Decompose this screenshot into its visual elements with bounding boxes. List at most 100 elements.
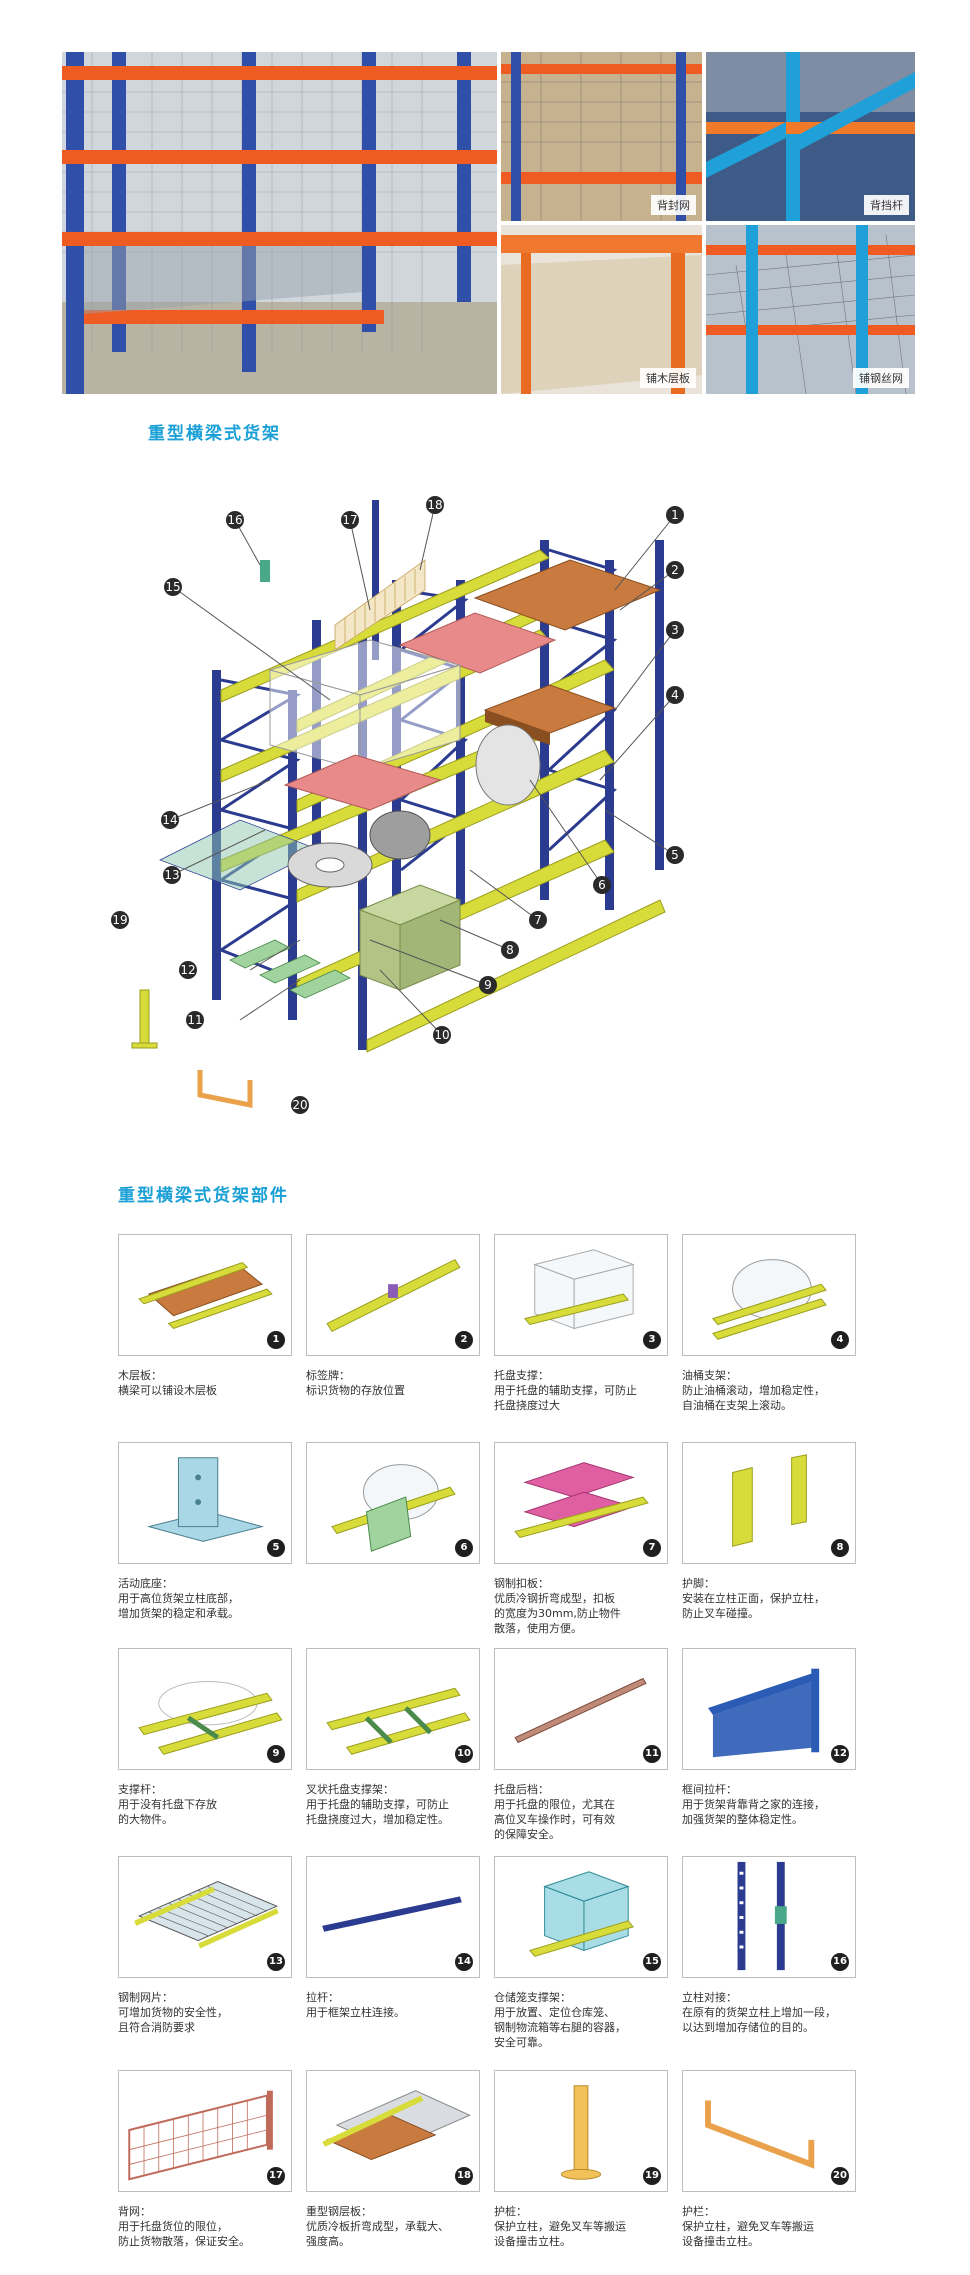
part-title: 护脚： — [682, 1577, 715, 1590]
part-desc: 在原有的货架立柱上增加一段， 以达到增加存储位的目的。 — [682, 2006, 836, 2034]
part-number: 3 — [643, 1331, 661, 1349]
part-card: 2 标签牌： 标识货物的存放位置 — [306, 1234, 484, 1398]
part-title: 木层板： — [118, 1369, 162, 1382]
svg-text:14: 14 — [162, 813, 177, 827]
part-number: 19 — [643, 2167, 661, 2185]
part-image: 10 — [306, 1648, 480, 1770]
callout-8: 8 — [501, 941, 519, 959]
part-card: 8 护脚： 安装在立柱正面，保护立柱， 防止叉车碰撞。 — [682, 1442, 860, 1621]
part-desc: 安装在立柱正面，保护立柱， 防止叉车碰撞。 — [682, 1592, 825, 1620]
part-number: 20 — [831, 2167, 849, 2185]
callout-10: 10 — [433, 1026, 451, 1044]
callout-7: 7 — [529, 911, 547, 929]
svg-text:8: 8 — [506, 943, 514, 957]
part-card: 13 钢制网片： 可增加货物的安全性， 且符合消防要求 — [118, 1856, 296, 2035]
part-title: 立柱对接： — [682, 1991, 737, 2004]
part-title: 重型钢层板： — [306, 2205, 372, 2218]
rack-exploded-diagram: 16 17 18 1 2 15 3 4 14 13 5 6 19 7 8 12 … — [111, 496, 684, 1114]
part-desc: 用于托盘的辅助支撑，可防止 托盘挠度过大，增加稳定性。 — [306, 1798, 449, 1826]
part-card: 17 背网： 用于托盘货位的限位， 防止货物散落，保证安全。 — [118, 2070, 296, 2249]
part-desc: 优质冷板折弯成型，承载大、 强度高。 — [306, 2220, 449, 2248]
part-desc: 防止油桶滚动，增加稳定性， 自油桶在支架上滚动。 — [682, 1384, 825, 1412]
part-title: 护桩： — [494, 2205, 527, 2218]
part-image: 17 — [118, 2070, 292, 2192]
part-title: 钢制网片： — [118, 1991, 173, 2004]
wire-deck-photo: 铺钢丝网 — [706, 225, 915, 394]
part-image: 18 — [306, 2070, 480, 2192]
callout-12: 12 — [179, 961, 197, 979]
part-number: 18 — [455, 2167, 473, 2185]
part-desc: 标识货物的存放位置 — [306, 1384, 405, 1397]
svg-text:20: 20 — [292, 1098, 307, 1112]
part-desc: 用于框架立柱连接。 — [306, 2006, 405, 2019]
svg-text:1: 1 — [671, 508, 679, 522]
svg-text:2: 2 — [671, 563, 679, 577]
photo-label: 铺钢丝网 — [853, 368, 909, 388]
part-card: 5 活动底座： 用于高位货架立柱底部， 增加货架的稳定和承载。 — [118, 1442, 296, 1621]
part-desc: 用于货架背靠背之家的连接， 加强货架的整体稳定性。 — [682, 1798, 825, 1826]
callout-16: 16 — [226, 511, 244, 529]
part-desc: 用于托盘的辅助支撑，可防止 托盘挠度过大 — [494, 1384, 637, 1412]
part-card: 19 护桩： 保护立柱，避免叉车等搬运 设备撞击立柱。 — [494, 2070, 672, 2249]
part-number: 8 — [831, 1539, 849, 1557]
part-title: 背网： — [118, 2205, 151, 2218]
svg-text:3: 3 — [671, 623, 679, 637]
callout-19: 19 — [111, 911, 129, 929]
part-number: 17 — [267, 2167, 285, 2185]
part-card: 4 油桶支架： 防止油桶滚动，增加稳定性， 自油桶在支架上滚动。 — [682, 1234, 860, 1413]
svg-text:15: 15 — [165, 580, 180, 594]
svg-text:12: 12 — [180, 963, 195, 977]
svg-text:19: 19 — [112, 913, 127, 927]
part-image: 14 — [306, 1856, 480, 1978]
part-image: 9 — [118, 1648, 292, 1770]
part-image: 20 — [682, 2070, 856, 2192]
svg-text:18: 18 — [427, 498, 442, 512]
svg-text:9: 9 — [484, 978, 492, 992]
part-card: 14 拉杆： 用于框架立柱连接。 — [306, 1856, 484, 2020]
callout-1: 1 — [666, 506, 684, 524]
part-number: 9 — [267, 1745, 285, 1763]
part-number: 12 — [831, 1745, 849, 1763]
photo-label: 铺木层板 — [640, 368, 696, 388]
photo-label: 背封网 — [651, 195, 696, 215]
part-title: 油桶支架： — [682, 1369, 737, 1382]
part-number: 10 — [455, 1745, 473, 1763]
part-number: 1 — [267, 1331, 285, 1349]
photo-collage: 背封网 背挡杆 铺木层板 — [62, 52, 915, 394]
svg-text:5: 5 — [671, 848, 679, 862]
part-image: 8 — [682, 1442, 856, 1564]
callout-9: 9 — [479, 976, 497, 994]
part-image: 3 — [494, 1234, 668, 1356]
callout-15: 15 — [164, 578, 182, 596]
part-title: 叉状托盘支撑架： — [306, 1783, 394, 1796]
part-card: 7 钢制扣板： 优质冷钢折弯成型，扣板 的宽度为30mm,防止物件 散落，使用方… — [494, 1442, 672, 1636]
callout-4: 4 — [666, 686, 684, 704]
part-desc: 用于没有托盘下存放 的大物件。 — [118, 1798, 217, 1826]
part-card: 16 立柱对接： 在原有的货架立柱上增加一段， 以达到增加存储位的目的。 — [682, 1856, 860, 2035]
part-image: 7 — [494, 1442, 668, 1564]
diagram-heading: 重型横梁式货架 — [148, 424, 281, 444]
part-number: 11 — [643, 1745, 661, 1763]
back-bar-photo: 背挡杆 — [706, 52, 915, 221]
photo-label: 背挡杆 — [864, 195, 909, 215]
part-number: 7 — [643, 1539, 661, 1557]
part-desc: 用于托盘的限位，尤其在 高位叉车操作时，可有效 的保障安全。 — [494, 1798, 615, 1841]
part-title: 标签牌： — [306, 1369, 350, 1382]
part-desc: 横梁可以铺设木层板 — [118, 1384, 217, 1397]
part-desc: 可增加货物的安全性， 且符合消防要求 — [118, 2006, 228, 2034]
callout-6: 6 — [593, 876, 611, 894]
part-title: 护栏： — [682, 2205, 715, 2218]
part-number: 16 — [831, 1953, 849, 1971]
part-number: 4 — [831, 1331, 849, 1349]
svg-text:4: 4 — [671, 688, 679, 702]
part-number: 14 — [455, 1953, 473, 1971]
part-card: 12 框间拉杆： 用于货架背靠背之家的连接， 加强货架的整体稳定性。 — [682, 1648, 860, 1827]
parts-heading: 重型横梁式货架部件 — [118, 1186, 289, 1206]
callout-20: 20 — [291, 1096, 309, 1114]
svg-text:16: 16 — [227, 513, 242, 527]
part-image: 4 — [682, 1234, 856, 1356]
callout-5: 5 — [666, 846, 684, 864]
part-desc: 用于高位货架立柱底部， 增加货架的稳定和承载。 — [118, 1592, 239, 1620]
part-card: 3 托盘支撑： 用于托盘的辅助支撑，可防止 托盘挠度过大 — [494, 1234, 672, 1413]
svg-text:13: 13 — [164, 868, 179, 882]
